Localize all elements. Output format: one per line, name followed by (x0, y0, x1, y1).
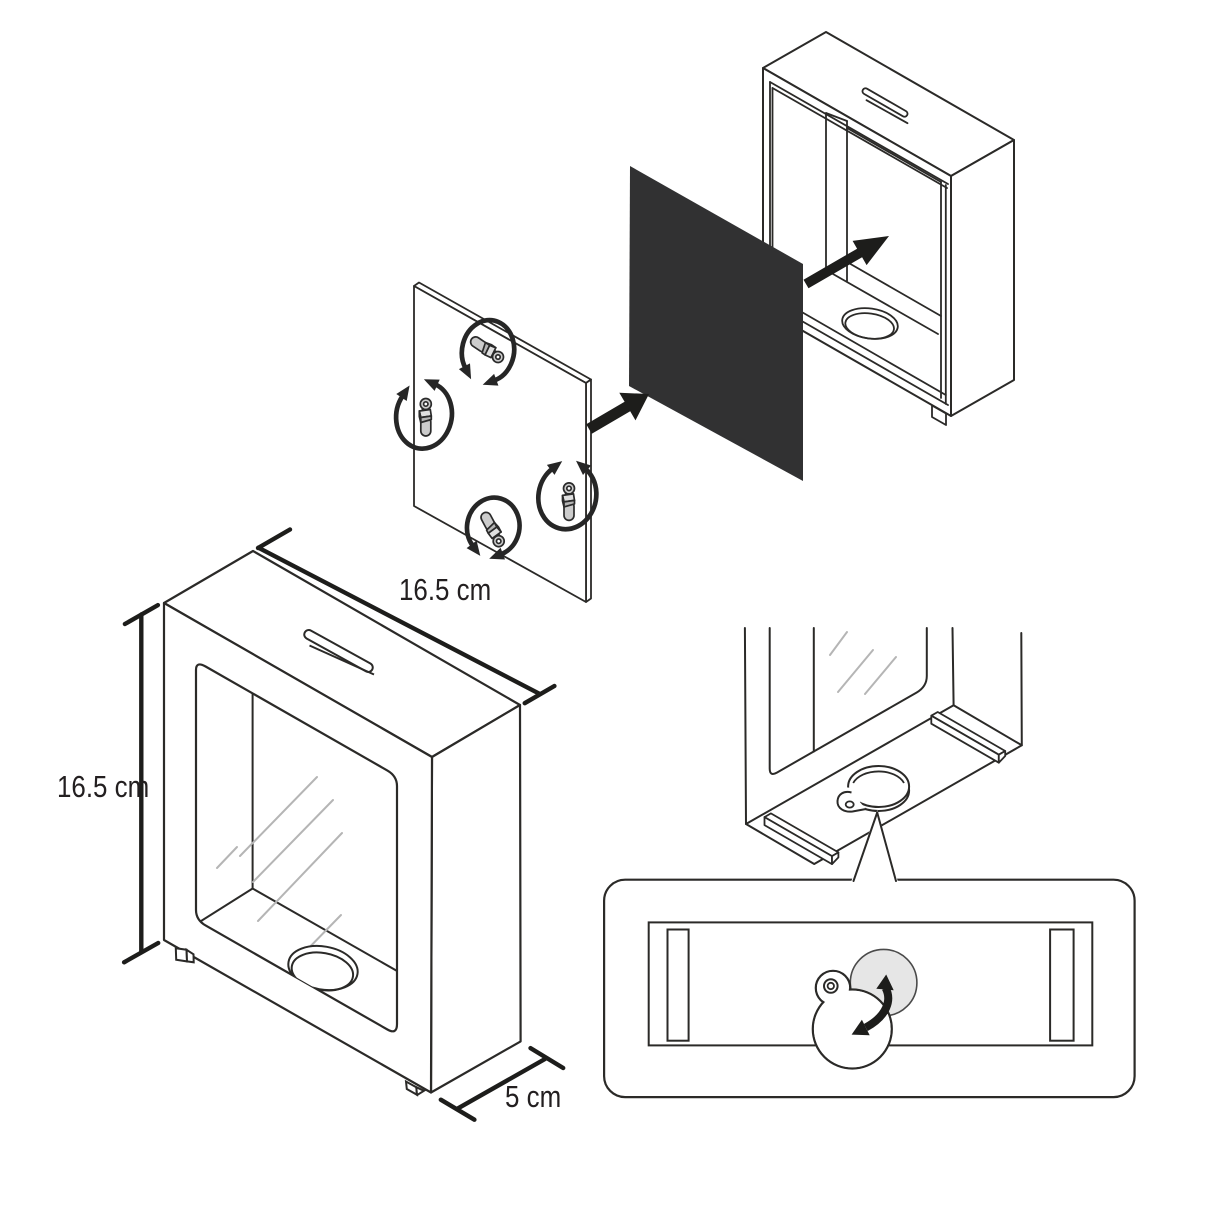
svg-text:16.5 cm: 16.5 cm (57, 769, 149, 803)
svg-text:5 cm: 5 cm (505, 1079, 561, 1113)
svg-text:16.5 cm: 16.5 cm (399, 572, 491, 606)
